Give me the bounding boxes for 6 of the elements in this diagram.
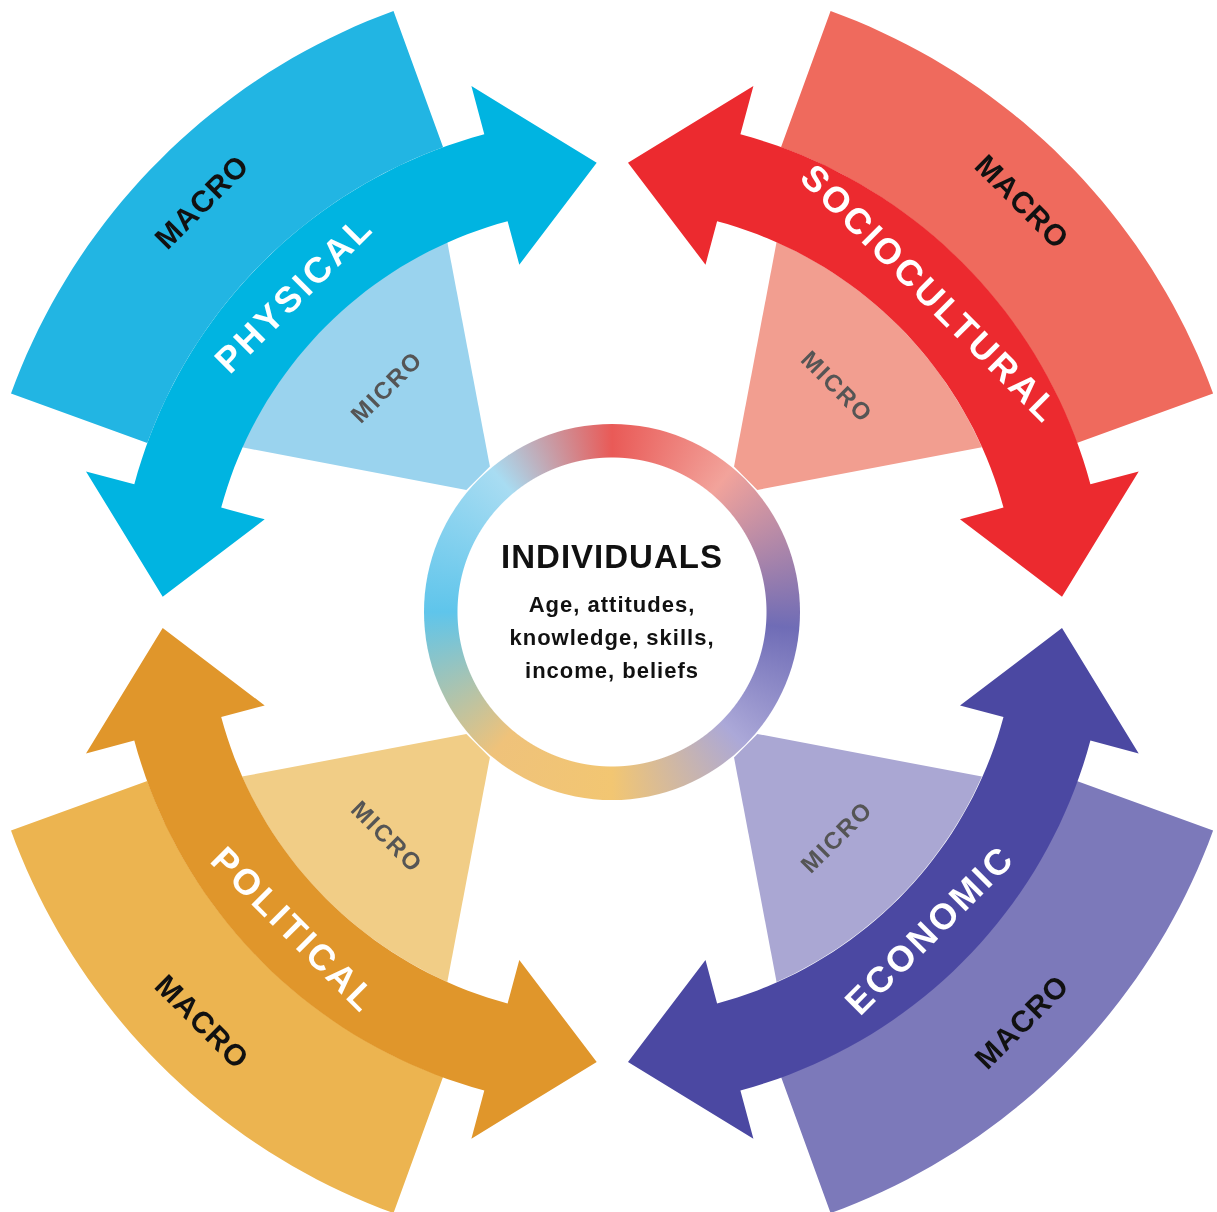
center-title: INDIVIDUALS [501, 537, 723, 576]
macro-sector [781, 10, 1214, 443]
macro-sector [781, 781, 1214, 1212]
macro-sector [10, 781, 443, 1212]
center-description: Age, attitudes, knowledge, skills, income, beliefs [508, 590, 716, 685]
macro-sector [10, 10, 443, 443]
